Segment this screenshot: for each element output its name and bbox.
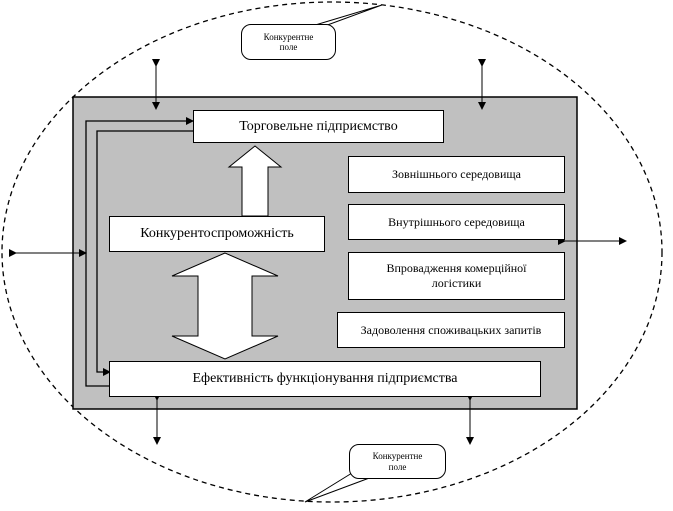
callout-competitive-field-top: Конкурентне поле (241, 24, 336, 60)
competitiveness-box: Конкурентоспроможність (109, 216, 325, 252)
factor-box-consumer-requests: Задоволення споживацьких запитів (337, 312, 565, 348)
block-double-arrow (171, 252, 279, 360)
enterprise-box: Торговельне підприємство (193, 110, 444, 143)
callout-competitive-field-bottom: Конкурентне поле (349, 444, 446, 479)
competitive-field-ellipse (1, 1, 663, 503)
block-arrow-up (227, 145, 283, 217)
factor-box-internal: Внутрішнього середовища (348, 204, 565, 240)
callout-bottom-pointer (304, 472, 373, 503)
efficiency-box: Ефективність функціонування підприємства (109, 361, 541, 397)
feedback-connector-outer (85, 117, 194, 387)
factor-box-external: Зовнішнього середовища (348, 156, 565, 193)
feedback-connector-inner (96, 130, 193, 376)
factor-box-logistics: Впровадження комерційної логістики (348, 252, 565, 300)
